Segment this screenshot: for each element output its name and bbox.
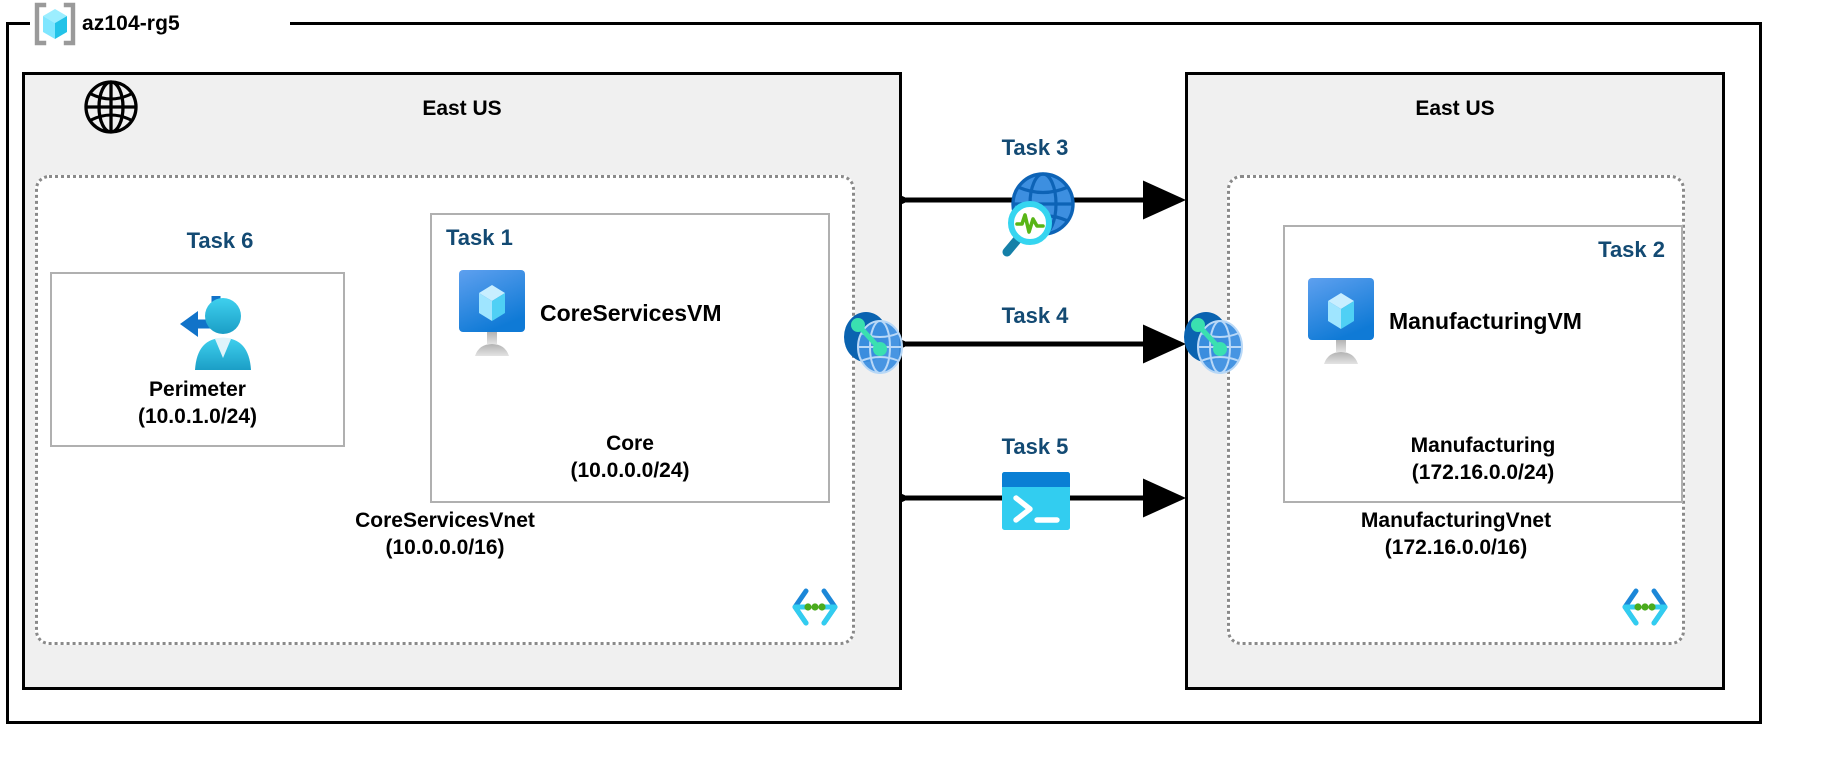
- subnet-manufacturing: Task 2 ManufacturingVM Manufacturing (17…: [1283, 225, 1683, 503]
- vnet-core-caption: CoreServicesVnet (10.0.0.0/16): [38, 508, 852, 562]
- subnet-core-caption: Core (10.0.0.0/24): [432, 431, 828, 485]
- virtual-machine-icon: [1305, 275, 1377, 367]
- resource-manufacturing-vm: ManufacturingVM: [1305, 275, 1582, 367]
- vnet-peering-icon: [1178, 303, 1250, 383]
- subnet-core: Task 1 CoreServicesVM Core (10.0.0.0/24): [430, 213, 830, 503]
- task-label-1: Task 1: [446, 225, 513, 250]
- virtual-network-icon: [792, 587, 838, 632]
- task-label-2: Task 2: [1598, 237, 1665, 262]
- task-label-5: Task 5: [1001, 434, 1069, 459]
- cloud-shell-icon: [1000, 470, 1072, 532]
- task-label-6: Task 6: [186, 228, 254, 253]
- subnet-manufacturing-caption: Manufacturing (172.16.0.0/24): [1285, 433, 1681, 487]
- subnet-perimeter-caption: Perimeter (10.0.1.0/24): [52, 377, 343, 431]
- subnet-manufacturing-address: (172.16.0.0/24): [1411, 461, 1555, 485]
- resource-manufacturing-vm-label: ManufacturingVM: [1389, 307, 1582, 334]
- vnet-manufacturing-caption: ManufacturingVnet (172.16.0.0/16): [1230, 508, 1682, 562]
- subnet-perimeter-name: Perimeter: [149, 378, 246, 402]
- virtual-machine-icon: [456, 267, 528, 359]
- internet-globe-icon: [82, 78, 140, 136]
- region-right-title: East US: [1415, 97, 1495, 120]
- bastion-user-icon: [170, 290, 256, 372]
- task-label-4: Task 4: [1001, 303, 1069, 328]
- task-label-3: Task 3: [1001, 135, 1069, 160]
- region-left-title: East US: [422, 97, 502, 120]
- resource-group-label: az104-rg5: [32, 2, 180, 46]
- resource-core-services-vm: CoreServicesVM: [456, 267, 722, 359]
- subnet-manufacturing-name: Manufacturing: [1410, 434, 1556, 458]
- subnet-perimeter: Perimeter (10.0.1.0/24): [50, 272, 345, 447]
- vnet-peering-icon: [838, 303, 910, 383]
- resource-group-frame: [6, 22, 1762, 724]
- subnet-core-address: (10.0.0.0/24): [570, 459, 690, 483]
- azure-resource-group-icon: [32, 2, 78, 46]
- vnet-core-name: CoreServicesVnet: [355, 509, 535, 533]
- virtual-network-icon: [1622, 587, 1668, 632]
- subnet-perimeter-address: (10.0.1.0/24): [137, 405, 258, 429]
- resource-group-title: az104-rg5: [82, 12, 180, 35]
- vnet-manufacturing-name: ManufacturingVnet: [1360, 509, 1552, 533]
- network-watcher-icon: [985, 170, 1077, 258]
- resource-core-services-vm-label: CoreServicesVM: [540, 299, 722, 326]
- vnet-manufacturing-address: (172.16.0.0/16): [1384, 536, 1528, 560]
- vnet-core-address: (10.0.0.0/16): [385, 536, 505, 560]
- subnet-core-name: Core: [606, 432, 654, 456]
